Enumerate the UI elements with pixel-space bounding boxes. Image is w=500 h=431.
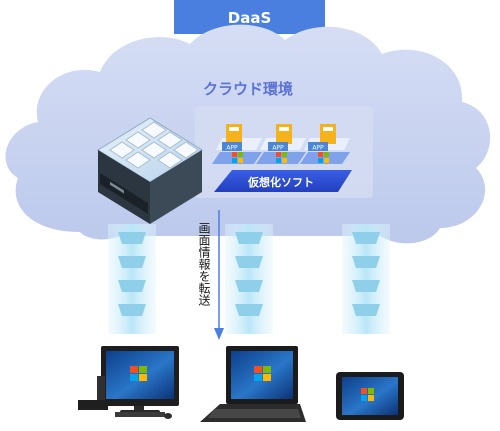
tablet-icon (336, 372, 404, 420)
transfer-beam-right (342, 224, 390, 334)
desktop-pc-icon (78, 346, 179, 419)
vm-stack-1: APP (212, 124, 262, 164)
vm-stack-3: APP (300, 124, 350, 164)
cloud-label: クラウド環境 (203, 80, 293, 98)
app-label: APP (272, 145, 284, 152)
app-label: APP (312, 145, 324, 152)
transfer-beam-center (225, 224, 273, 334)
windows-logo-icon (361, 388, 374, 401)
windows-logo-icon (276, 152, 287, 163)
app-icon: APP (222, 124, 242, 152)
virtualization-panel: APP APP (195, 106, 373, 198)
windows-logo-icon (130, 366, 147, 381)
windows-logo-icon (318, 152, 329, 163)
app-icon: APP (268, 124, 292, 152)
windows-logo-icon (232, 152, 243, 163)
transfer-label: 画面情報を転送 (197, 222, 211, 307)
server-rack-icon (97, 117, 203, 224)
windows-logo-icon (254, 366, 271, 381)
vm-stack-2: APP (256, 124, 306, 164)
transfer-beam-left (108, 224, 156, 334)
transfer-annotation: 画面情報を転送 (197, 210, 224, 340)
virtualization-label: 仮想化ソフト (247, 175, 314, 189)
virtualization-software-bar (214, 170, 352, 192)
app-icon: APP (308, 124, 336, 152)
title-text: DaaS (228, 9, 272, 27)
laptop-icon (200, 346, 306, 422)
app-label: APP (226, 145, 238, 152)
